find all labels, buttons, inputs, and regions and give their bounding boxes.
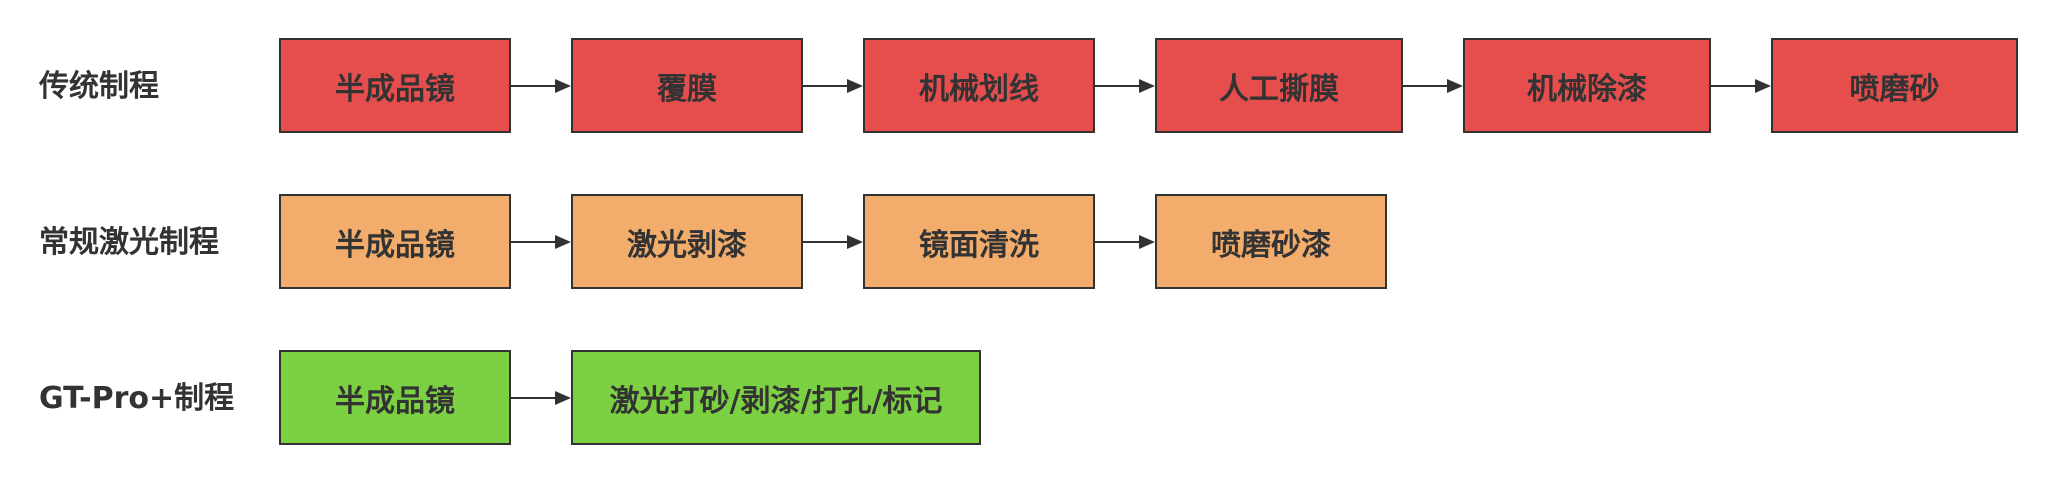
flow-arrow xyxy=(1095,79,1155,93)
step-box: 半成品镜 xyxy=(279,38,511,133)
step-box: 机械除漆 xyxy=(1463,38,1711,133)
step-box: 镜面清洗 xyxy=(863,194,1095,289)
row-label-conventional-laser: 常规激光制程 xyxy=(39,225,219,260)
step-box: 机械划线 xyxy=(863,38,1095,133)
row-label-traditional: 传统制程 xyxy=(39,69,159,104)
step-box: 人工撕膜 xyxy=(1155,38,1403,133)
flow-arrow xyxy=(1403,79,1463,93)
flow-arrow xyxy=(803,79,863,93)
step-box: 半成品镜 xyxy=(279,350,511,445)
step-box: 喷磨砂 xyxy=(1771,38,2018,133)
flow-arrow xyxy=(511,79,571,93)
flow-arrow xyxy=(511,391,571,405)
flow-arrow xyxy=(511,235,571,249)
row-label-gtpro: GT-Pro+制程 xyxy=(39,381,235,416)
flow-arrow xyxy=(1711,79,1771,93)
flow-arrow xyxy=(1095,235,1155,249)
flow-arrow xyxy=(803,235,863,249)
step-box: 激光剥漆 xyxy=(571,194,803,289)
step-box: 半成品镜 xyxy=(279,194,511,289)
step-box: 喷磨砂漆 xyxy=(1155,194,1387,289)
step-box: 覆膜 xyxy=(571,38,803,133)
step-box: 激光打砂/剥漆/打孔/标记 xyxy=(571,350,981,445)
